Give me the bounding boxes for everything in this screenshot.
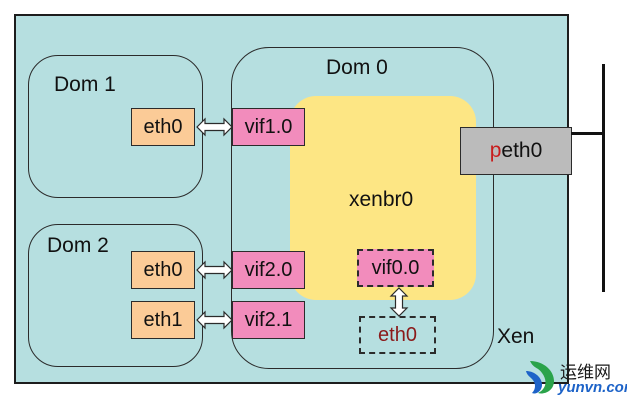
dom2-title: Dom 2 bbox=[47, 234, 109, 257]
arrow-vif0-0-eth0 bbox=[389, 287, 409, 317]
physical-nic-name: eth0 bbox=[501, 139, 543, 162]
dom1-title: Dom 1 bbox=[54, 73, 116, 96]
xen-title: Xen bbox=[497, 325, 535, 348]
arrow-eth0-vif1-0 bbox=[196, 117, 233, 137]
dom2-container bbox=[28, 224, 203, 367]
physical-nic-prefix: p bbox=[489, 139, 502, 162]
physical-network-line bbox=[602, 64, 605, 292]
watermark-url: yunvn.com bbox=[558, 379, 627, 396]
vif2-1: vif2.1 bbox=[232, 301, 305, 339]
watermark: 运维网 yunvn.com bbox=[520, 355, 627, 399]
vif0-0: vif0.0 bbox=[357, 249, 434, 287]
vif1-0: vif1.0 bbox=[232, 108, 305, 146]
watermark-text: 运维网 bbox=[560, 363, 611, 382]
arrow-eth0-vif2-0 bbox=[196, 260, 233, 280]
dom2-eth0: eth0 bbox=[131, 251, 195, 289]
vif2-0: vif2.0 bbox=[232, 251, 305, 289]
dom0-title: Dom 0 bbox=[326, 56, 388, 79]
watermark-logo-icon bbox=[526, 361, 554, 394]
bridge-title: xenbr0 bbox=[349, 188, 414, 211]
network-uplink-line bbox=[571, 132, 604, 135]
dom0-eth0: eth0 bbox=[359, 316, 436, 354]
dom1-eth0: eth0 bbox=[131, 108, 195, 146]
dom0-container bbox=[231, 47, 494, 369]
dom2-eth1: eth1 bbox=[131, 301, 195, 339]
arrow-eth1-vif2-1 bbox=[196, 310, 233, 330]
